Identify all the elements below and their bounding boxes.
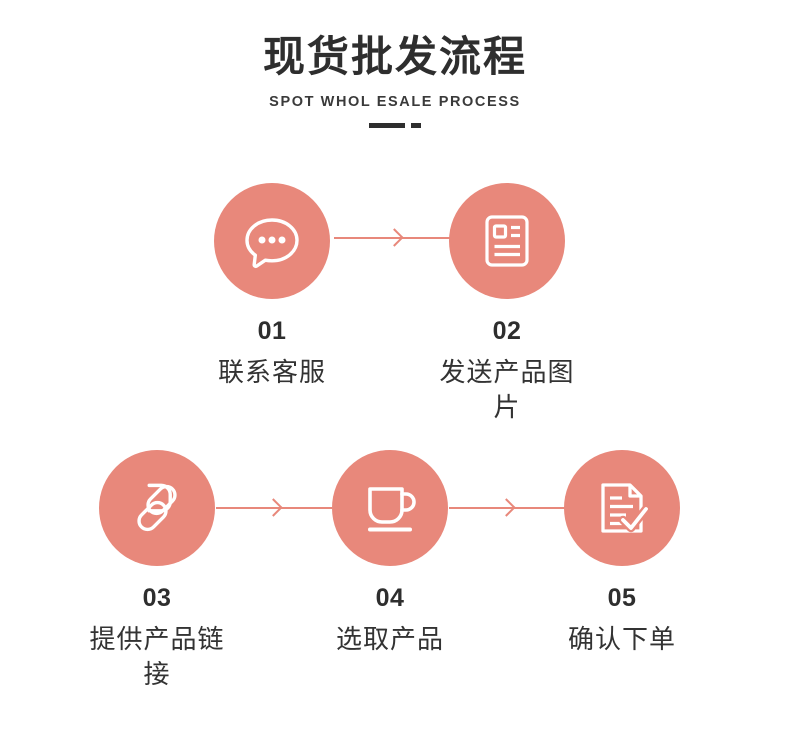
process-step-01[interactable]: 01 联系客服 bbox=[182, 183, 362, 390]
step-icon-circle-05 bbox=[564, 450, 680, 566]
document-article-icon bbox=[475, 209, 539, 273]
page-title: 现货批发流程 bbox=[262, 33, 527, 80]
arrow-line bbox=[449, 507, 565, 509]
step-number-01: 01 bbox=[257, 317, 287, 345]
step-number-03: 03 bbox=[142, 584, 172, 612]
step-icon-circle-02 bbox=[449, 183, 565, 299]
step-caption-03: 提供产品链接 bbox=[89, 624, 225, 690]
step-caption-05: 确认下单 bbox=[567, 624, 676, 654]
process-step-03[interactable]: 03 提供产品链接 bbox=[67, 450, 247, 692]
process-step-05[interactable]: 05 确认下单 bbox=[532, 450, 712, 657]
chat-bubble-icon bbox=[239, 208, 305, 274]
header: 现货批发流程 SPOT WHOL ESALE PROCESS bbox=[0, 0, 790, 129]
process-step-02[interactable]: 02 发送产品图片 bbox=[417, 183, 597, 425]
process-step-04[interactable]: 04 选取产品 bbox=[300, 450, 480, 657]
arrow-line bbox=[216, 507, 332, 509]
dash-divider-icon bbox=[0, 123, 790, 129]
link-chain-icon bbox=[125, 476, 189, 540]
arrow-chevron bbox=[264, 498, 283, 517]
step-icon-circle-03 bbox=[99, 450, 215, 566]
arrow-right-icon-3 bbox=[449, 498, 565, 518]
divider-bar-long bbox=[369, 123, 405, 129]
arrow-line bbox=[334, 237, 456, 239]
coffee-cup-icon bbox=[357, 477, 423, 539]
step-number-04: 04 bbox=[375, 584, 405, 612]
step-icon-circle-04 bbox=[332, 450, 448, 566]
arrow-chevron bbox=[385, 228, 404, 247]
page-subtitle: SPOT WHOL ESALE PROCESS bbox=[269, 94, 521, 111]
document-check-icon bbox=[590, 476, 654, 540]
arrow-right-icon-2 bbox=[216, 498, 332, 518]
arrow-chevron bbox=[497, 498, 516, 517]
step-caption-04: 选取产品 bbox=[335, 624, 444, 654]
arrow-right-icon-1 bbox=[334, 228, 456, 248]
step-number-05: 05 bbox=[607, 584, 637, 612]
step-icon-circle-01 bbox=[214, 183, 330, 299]
step-number-02: 02 bbox=[492, 317, 522, 345]
step-caption-01: 联系客服 bbox=[217, 357, 326, 387]
step-caption-02: 发送产品图片 bbox=[439, 357, 575, 423]
divider-bar-short bbox=[411, 123, 421, 129]
